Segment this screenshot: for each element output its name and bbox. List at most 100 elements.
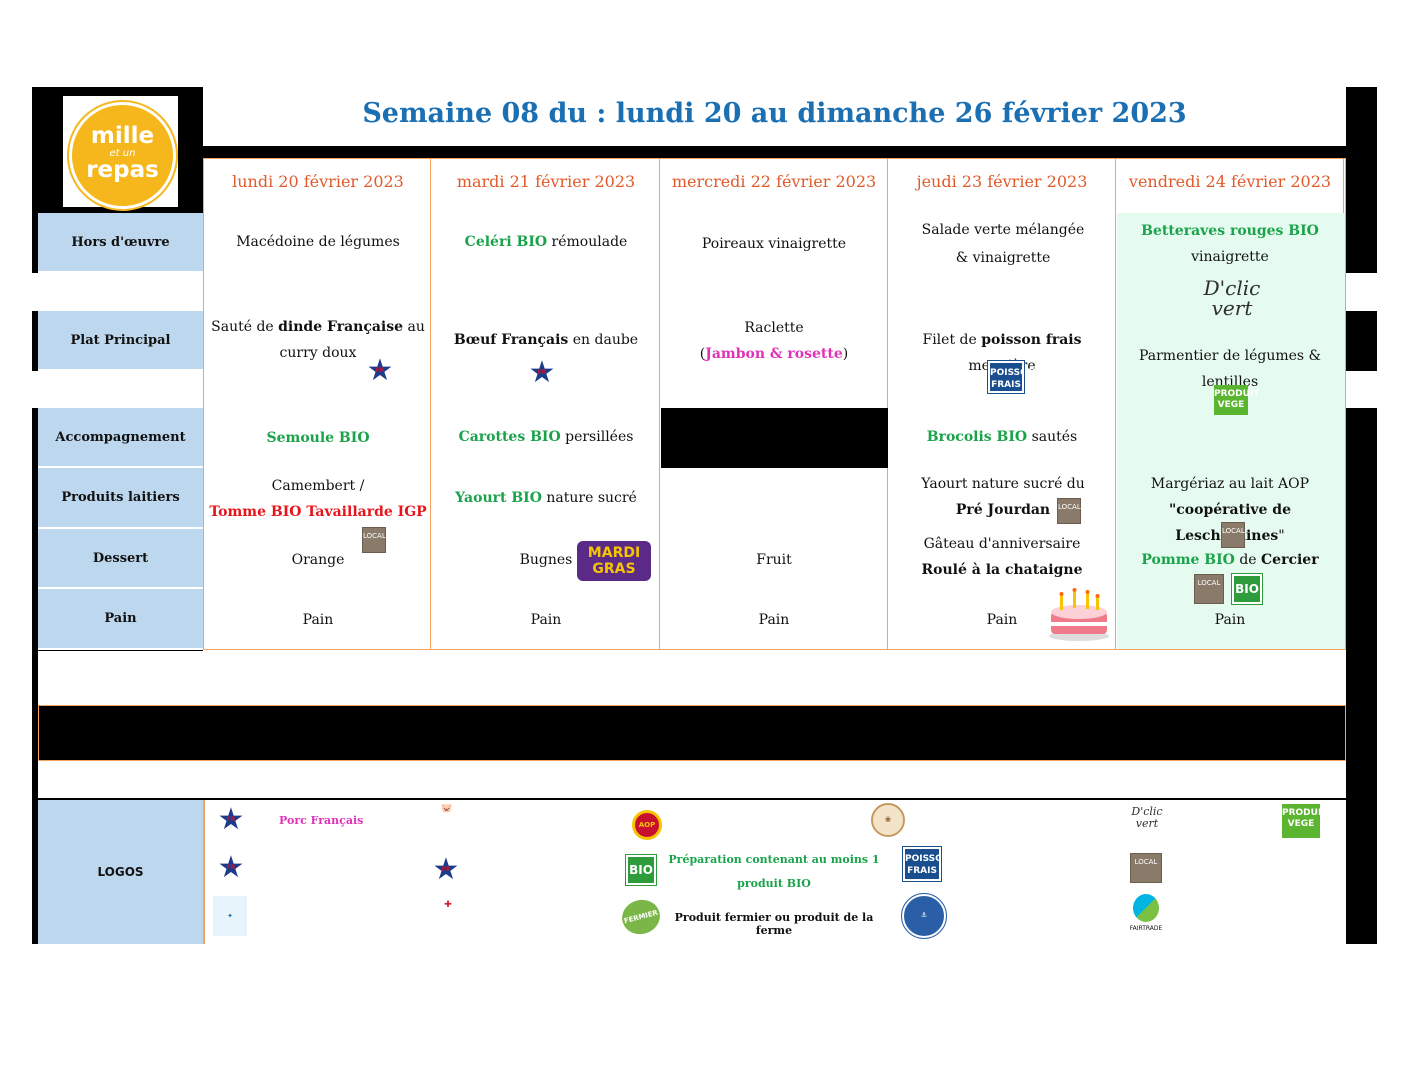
dessert-vendredi: Pomme BIO de Cercier xyxy=(1116,547,1344,573)
agneau-icon: ✚ xyxy=(444,900,452,910)
birthday-cake-icon xyxy=(1049,588,1109,641)
porc-francais-icon: ★FR xyxy=(217,802,245,837)
bio-text: Betteraves rouges BIO xyxy=(1141,223,1319,239)
hors-oeuvre-mercredi: Poireaux vinaigrette xyxy=(701,236,847,252)
pain-lundi: Pain xyxy=(302,612,334,628)
brand-line3: repas xyxy=(86,157,159,183)
bio-text: Yaourt BIO xyxy=(455,490,542,506)
mardi-gras-icon: MARDI GRAS xyxy=(577,541,651,581)
page-title: Semaine 08 du : lundi 20 au dimanche 26 … xyxy=(362,98,1187,129)
dish-origin: dinde Française xyxy=(278,319,404,335)
row-label-dessert: Dessert xyxy=(38,529,203,589)
dessert-mardi: Bugnes xyxy=(519,552,573,568)
dish-text: de xyxy=(1234,552,1262,568)
accomp-jeudi: Brocolis BIO sautés xyxy=(888,424,1116,450)
label-rouge-icon: ✦ xyxy=(213,896,247,936)
dish-text: au curry doux xyxy=(279,319,425,361)
bio-text: Pomme BIO xyxy=(1141,552,1235,568)
local-icon: LOCAL xyxy=(362,527,386,553)
viande-francaise-icon: ★FR xyxy=(432,852,460,887)
day-header-jeudi: jeudi 23 février 2023 xyxy=(916,172,1088,191)
volaille-francaise-icon: ★FR xyxy=(366,353,394,388)
pain-jeudi: Pain xyxy=(986,612,1018,628)
bio-icon: BIO xyxy=(625,854,657,886)
laitiers-jeudi: Yaourt nature sucré du Pré Jourdan xyxy=(908,471,1098,523)
legend-text-box xyxy=(660,845,888,941)
dish-text: Yaourt nature sucré du xyxy=(921,476,1085,492)
dish-text: Margériaz au lait AOP xyxy=(1150,476,1310,492)
bio-text: Celéri BIO xyxy=(464,234,548,250)
hors-oeuvre-jeudi: Salade verte mélangée & vinaigrette xyxy=(921,222,1085,266)
dessert-lundi: Orange xyxy=(291,552,345,568)
row-label-hors-oeuvre: Hors d'œuvre xyxy=(38,213,203,273)
bio-text: Brocolis BIO xyxy=(926,429,1028,445)
producer-text: Pré Jourdan xyxy=(955,502,1051,518)
bougnat-charolais-icon: 🐷 xyxy=(441,804,453,814)
brand-line2: et un xyxy=(109,148,136,159)
dclic-vert-icon: D'clic vert xyxy=(1131,805,1163,830)
paren: ) xyxy=(842,346,849,362)
hors-oeuvre-mardi: Celéri BIO rémoulade xyxy=(432,229,660,255)
row-label-accomp: Accompagnement xyxy=(38,408,203,468)
produit-vege-icon: PRODUIT VEGE xyxy=(1214,385,1259,415)
logos-label: LOGOS xyxy=(38,800,205,944)
bio-icon: BIO xyxy=(1231,573,1263,605)
legend-fermier: Produit fermier ou produit de la ferme xyxy=(674,911,874,937)
dish-origin: poisson frais xyxy=(981,332,1082,348)
fairtrade-ball xyxy=(1133,894,1159,922)
local-icon: LOCAL xyxy=(1194,574,1224,604)
laitiers-vendredi: Margériaz au lait AOP"coopérative de Les… xyxy=(1116,471,1344,549)
frame-right-mid xyxy=(1346,311,1377,371)
local-icon: LOCAL xyxy=(1057,498,1081,524)
igp-text: Tomme BIO Tavaillarde IGP xyxy=(209,504,427,520)
mercredi-accomp-empty xyxy=(661,408,888,468)
brand-logo: mille et un repas xyxy=(63,96,178,209)
brand-logo-circle: mille et un repas xyxy=(69,102,176,209)
aop-icon: AOP xyxy=(632,810,662,840)
pork-text: Jambon & rosette xyxy=(705,346,843,362)
quote: " xyxy=(1278,528,1285,544)
blank-band-2 xyxy=(38,761,1346,798)
dish-text: sautés xyxy=(1027,429,1078,445)
row-label-plat: Plat Principal xyxy=(38,311,203,371)
col-lundi xyxy=(203,158,431,650)
accomp-mardi: Carottes BIO persillées xyxy=(432,424,660,450)
viande-bovine-francaise-icon: ★FR xyxy=(528,355,556,390)
day-header-lundi: lundi 20 février 2023 xyxy=(232,172,404,191)
plat-mercredi: Raclette (Jambon & rosette) xyxy=(660,315,888,367)
volaille-francaise-icon: ★FR xyxy=(217,850,245,885)
fairtrade-icon: FAIRTRADE xyxy=(1129,894,1163,940)
dish-text: persillées xyxy=(560,429,634,445)
col-jeudi xyxy=(888,158,1116,650)
pain-vendredi: Pain xyxy=(1214,612,1246,628)
dish-text: Filet de xyxy=(922,332,982,348)
bio-text: Carottes BIO xyxy=(458,429,561,445)
paren: ( xyxy=(699,346,706,362)
dish-text: Raclette xyxy=(744,320,804,336)
laitiers-mardi: Yaourt BIO nature sucré xyxy=(432,485,660,511)
fairtrade-label: FAIRTRADE xyxy=(1129,925,1163,932)
frame-right-top xyxy=(1346,87,1377,273)
producer-text: Cercier xyxy=(1261,552,1319,568)
friday-highlight xyxy=(1117,213,1345,649)
dclic-vert-icon: D'clic vert xyxy=(1203,276,1261,320)
brand-line1: mille xyxy=(90,123,155,149)
row-label-pain: Pain xyxy=(38,589,203,650)
peche-durable-icon: ⚓ xyxy=(901,893,947,939)
col-mardi xyxy=(432,158,660,650)
dish-text-bold: Roulé à la chataigne xyxy=(921,562,1083,578)
label-regional-icon: ❀ xyxy=(871,803,905,837)
blank-band-1 xyxy=(38,651,1346,705)
dish-text: en daube xyxy=(568,332,639,348)
legend-prep-bio: Préparation contenant au moins 1 produit… xyxy=(668,853,880,890)
dish-origin: Bœuf Français xyxy=(453,332,569,348)
dish-text: Camembert / xyxy=(271,478,365,494)
accomp-lundi: Semoule BIO xyxy=(266,430,370,446)
day-header-mardi: mardi 21 février 2023 xyxy=(456,172,636,191)
dish-text: vinaigrette xyxy=(1191,249,1269,265)
hors-oeuvre-lundi: Macédoine de légumes xyxy=(236,234,400,250)
dish-text: rémoulade xyxy=(547,234,628,250)
plat-lundi: Sauté de dinde Française au curry doux xyxy=(204,314,432,366)
poisson-frais-icon: POISSON FRAIS xyxy=(987,360,1035,394)
